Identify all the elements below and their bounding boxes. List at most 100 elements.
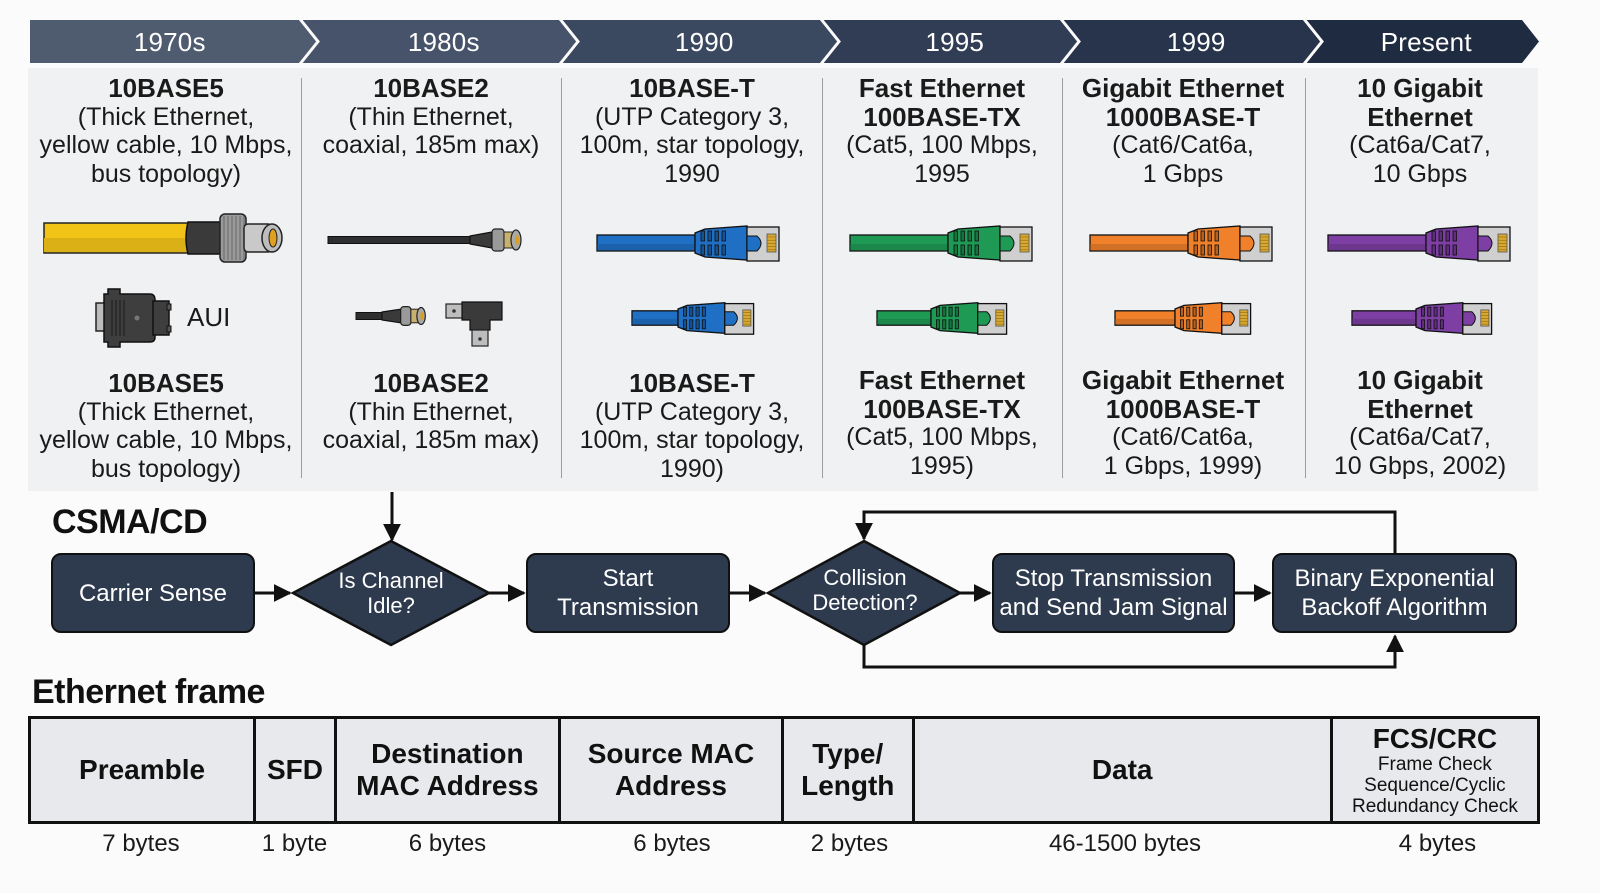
standard-detail-line: (Cat6a/Cat7, bbox=[1349, 423, 1491, 451]
standard-name: Gigabit Ethernet bbox=[1081, 365, 1285, 395]
collision-detection-label: Collision Detection? bbox=[784, 565, 946, 615]
standard-detail-line: bus topology) bbox=[90, 454, 242, 483]
frame-field: Data bbox=[915, 719, 1333, 821]
frame-field-description: Sequence/Cyclic bbox=[1364, 774, 1506, 796]
standard-bottom-text: 10BASE5(Thick Ethernet,yellow cable, 10 … bbox=[36, 369, 296, 483]
standard-detail-line: (Cat6a/Cat7, bbox=[1349, 131, 1491, 159]
timeline-era-label: 1970s bbox=[133, 27, 206, 57]
collision-line-1: Collision bbox=[823, 565, 907, 590]
frame-field-name: Type/ bbox=[812, 738, 884, 769]
timeline-chevron-separator bbox=[1302, 18, 1324, 65]
standard-detail-line: (Cat6/Cat6a, bbox=[1112, 423, 1254, 451]
backoff-algorithm-box: Binary Exponential Backoff Algorithm bbox=[1272, 553, 1517, 633]
frame-field-size: 6 bytes bbox=[633, 830, 711, 857]
frame-field-name: Preamble bbox=[79, 754, 206, 785]
frame-field-name: Destination bbox=[371, 738, 524, 769]
standard-detail-line: 10 Gbps, 2002) bbox=[1333, 451, 1507, 480]
standard-bottom-text: 10BASE-T(UTP Category 3,100m, star topol… bbox=[562, 369, 822, 483]
timeline-era-label: 1995 bbox=[925, 27, 985, 57]
standard-detail-line: (Thick Ethernet, bbox=[77, 397, 255, 426]
aui-connector-label: AUI bbox=[187, 302, 231, 332]
standard-detail-line: 1990) bbox=[660, 454, 724, 483]
standard-detail-line: (UTP Category 3, bbox=[594, 102, 790, 131]
standard-detail-line: coaxial, 185m max) bbox=[322, 426, 540, 454]
frame-field-size: 6 bytes bbox=[408, 830, 487, 857]
standard-bottom-text: 10BASE2(Thin Ethernet,coaxial, 185m max) bbox=[301, 369, 561, 455]
standard-name: 10BASE2 bbox=[373, 368, 489, 398]
frame-field-name: Address bbox=[614, 770, 727, 801]
standard-top-text: 10BASE2(Thin Ethernet,coaxial, 185m max) bbox=[301, 74, 561, 160]
standard-name: 10BASE5 bbox=[108, 368, 224, 398]
frame-field-description: Redundancy Check bbox=[1352, 795, 1518, 817]
standard-name: 100BASE-TX bbox=[863, 393, 1021, 424]
ethernet-frame-title: Ethernet frame bbox=[32, 673, 265, 711]
standard-detail-line: 1995) bbox=[910, 451, 974, 480]
standard-detail-line: coaxial, 185m max) bbox=[322, 131, 540, 159]
carrier-sense-box: Carrier Sense bbox=[51, 553, 255, 633]
frame-field: SFD bbox=[256, 719, 337, 821]
channel-idle-line-1: Is Channel bbox=[338, 568, 444, 593]
standard-name: Gigabit Ethernet bbox=[1081, 73, 1285, 103]
standard-detail-line: (Thick Ethernet, bbox=[77, 102, 255, 131]
csma-cd-title: CSMA/CD bbox=[52, 503, 208, 541]
column-divider bbox=[1062, 78, 1063, 478]
frame-field-name: Length bbox=[801, 770, 895, 801]
standard-detail-line: yellow cable, 10 Mbps, bbox=[39, 131, 293, 159]
frame-field: Preamble bbox=[31, 719, 257, 821]
timeline-segment-1 bbox=[301, 20, 578, 63]
collision-line-2: Detection? bbox=[812, 590, 918, 615]
column-divider bbox=[301, 78, 302, 478]
timeline-chevron-separator bbox=[819, 18, 841, 65]
stop-transmission-box: Stop Transmission and Send Jam Signal bbox=[992, 553, 1235, 633]
standard-detail-line: 1 Gbps bbox=[1142, 159, 1224, 188]
standard-detail-line: bus topology) bbox=[90, 159, 242, 188]
standard-name: 10BASE-T bbox=[629, 368, 755, 398]
frame-field-name: Source MAC bbox=[587, 738, 755, 769]
standard-name: 10BASE-T bbox=[629, 73, 755, 103]
frame-field-name: SFD bbox=[266, 754, 323, 785]
column-divider bbox=[1305, 78, 1306, 478]
channel-idle-label: Is Channel Idle? bbox=[310, 568, 472, 618]
timeline-era-label: 1990 bbox=[674, 27, 734, 57]
frame-field-size: 46-1500 bytes bbox=[1048, 830, 1202, 857]
timeline-era-label: Present bbox=[1380, 27, 1472, 57]
start-tx-line-2: Transmission bbox=[557, 594, 699, 621]
standard-name: 10 Gigabit bbox=[1357, 73, 1483, 103]
stop-tx-line-2: and Send Jam Signal bbox=[999, 594, 1228, 621]
standard-detail-line: 100m, star topology, bbox=[579, 426, 805, 454]
standard-name: Ethernet bbox=[1367, 393, 1473, 424]
frame-field-size: 4 bytes bbox=[1398, 830, 1477, 857]
timeline-segment-0 bbox=[30, 20, 318, 63]
timeline-segment-4 bbox=[1062, 20, 1322, 63]
standard-name: 10BASE2 bbox=[373, 73, 489, 103]
frame-field-name: FCS/CRC bbox=[1372, 722, 1498, 754]
timeline-chevron-separator bbox=[298, 18, 320, 65]
standard-detail-line: (UTP Category 3, bbox=[594, 397, 790, 426]
frame-field-name: MAC Address bbox=[356, 770, 539, 801]
standard-name: Fast Ethernet bbox=[858, 73, 1026, 103]
standard-top-text: 10BASE5(Thick Ethernet,yellow cable, 10 … bbox=[36, 74, 296, 188]
standard-top-text: 10BASE-T(UTP Category 3,100m, star topol… bbox=[562, 74, 822, 188]
standard-name: 100BASE-TX bbox=[863, 101, 1021, 132]
channel-idle-line-2: Idle? bbox=[367, 593, 415, 618]
frame-field-description: Frame Check bbox=[1377, 753, 1492, 775]
standard-detail-line: 10 Gbps bbox=[1372, 159, 1468, 188]
backoff-line-2: Backoff Algorithm bbox=[1301, 594, 1488, 621]
standard-name: Ethernet bbox=[1367, 101, 1473, 132]
frame-field-name: Data bbox=[1091, 754, 1153, 785]
timeline-era-label: 1980s bbox=[407, 27, 480, 57]
standard-detail-line: 100m, star topology, bbox=[579, 131, 805, 159]
standard-detail-line: (Cat5, 100 Mbps, bbox=[846, 423, 1038, 451]
standard-name: 1000BASE-T bbox=[1105, 101, 1261, 132]
frame-field-size: 1 byte bbox=[261, 830, 328, 857]
timeline-chevron-separator bbox=[1059, 18, 1081, 65]
column-divider bbox=[822, 78, 823, 478]
